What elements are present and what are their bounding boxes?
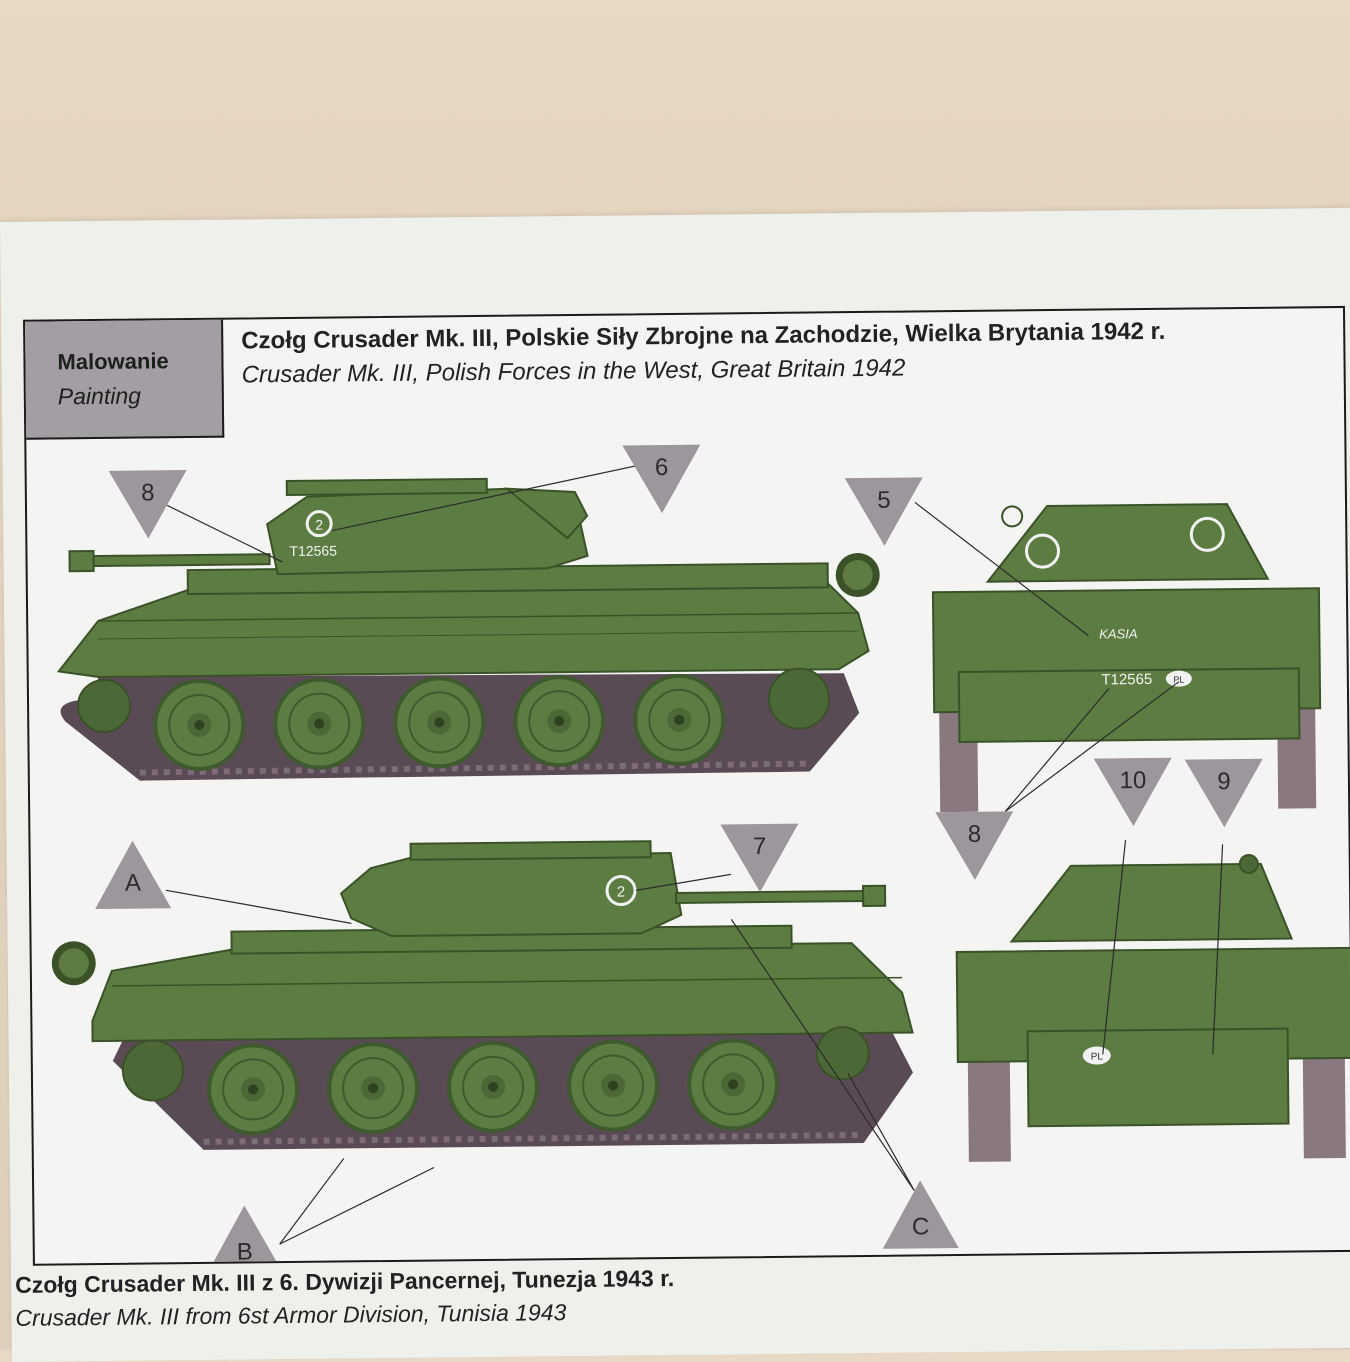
callout-8-bottom-label: 8 bbox=[968, 821, 982, 848]
instruction-page: Malowanie Painting Czołg Crusader Mk. II… bbox=[0, 207, 1350, 1362]
callout-10-label: 10 bbox=[1119, 767, 1146, 794]
callout-B-label: B bbox=[237, 1238, 253, 1263]
side-serial-marking: T12565 bbox=[289, 542, 337, 558]
painting-panel: Malowanie Painting Czołg Crusader Mk. II… bbox=[23, 305, 1350, 1266]
tank-2-side-view: 2 bbox=[51, 840, 914, 1150]
tank-2-front-view: PL bbox=[955, 853, 1350, 1162]
tank-drawings: 2 T12565 KASIA T12565 PL bbox=[51, 444, 1350, 1264]
rear-serial-marking: T12565 bbox=[1101, 671, 1152, 689]
caption-english: Crusader Mk. III from 6st Armor Division… bbox=[15, 1299, 567, 1331]
callout-B: B bbox=[207, 1205, 284, 1264]
tank-1-rear-view: KASIA T12565 PL bbox=[931, 503, 1322, 813]
callout-9: 9 bbox=[1184, 758, 1263, 828]
callout-6: 6 bbox=[622, 444, 701, 514]
callout-7: 7 bbox=[720, 823, 799, 893]
tank-1-side-view: 2 T12565 bbox=[56, 477, 880, 781]
turret-number-marking: 2 bbox=[315, 517, 323, 533]
callout-C: C bbox=[882, 1180, 959, 1249]
scheme-caption: Czołg Crusader Mk. III z 6. Dywizji Panc… bbox=[15, 1265, 675, 1332]
callout-7-label: 7 bbox=[753, 833, 767, 860]
callout-lines bbox=[165, 464, 1224, 1245]
callout-A: A bbox=[95, 840, 172, 910]
callout-C-label: C bbox=[912, 1213, 930, 1240]
callout-10: 10 bbox=[1093, 757, 1172, 827]
callout-9-label: 9 bbox=[1217, 768, 1231, 795]
front-country-plate: PL bbox=[1091, 1051, 1104, 1062]
caption-polish: Czołg Crusader Mk. III z 6. Dywizji Panc… bbox=[14, 1264, 675, 1298]
callout-5: 5 bbox=[844, 477, 923, 546]
callout-8-bottom: 8 bbox=[935, 811, 1014, 880]
callout-6-label: 6 bbox=[655, 454, 669, 481]
rear-country-plate: PL bbox=[1173, 675, 1184, 685]
turret-number-marking-2: 2 bbox=[617, 883, 626, 900]
callout-A-label: A bbox=[125, 870, 141, 897]
callout-5-label: 5 bbox=[877, 487, 891, 514]
callout-8-top-label: 8 bbox=[141, 479, 155, 506]
callout-8-top: 8 bbox=[108, 470, 187, 539]
tank-name-marking: KASIA bbox=[1099, 626, 1137, 641]
